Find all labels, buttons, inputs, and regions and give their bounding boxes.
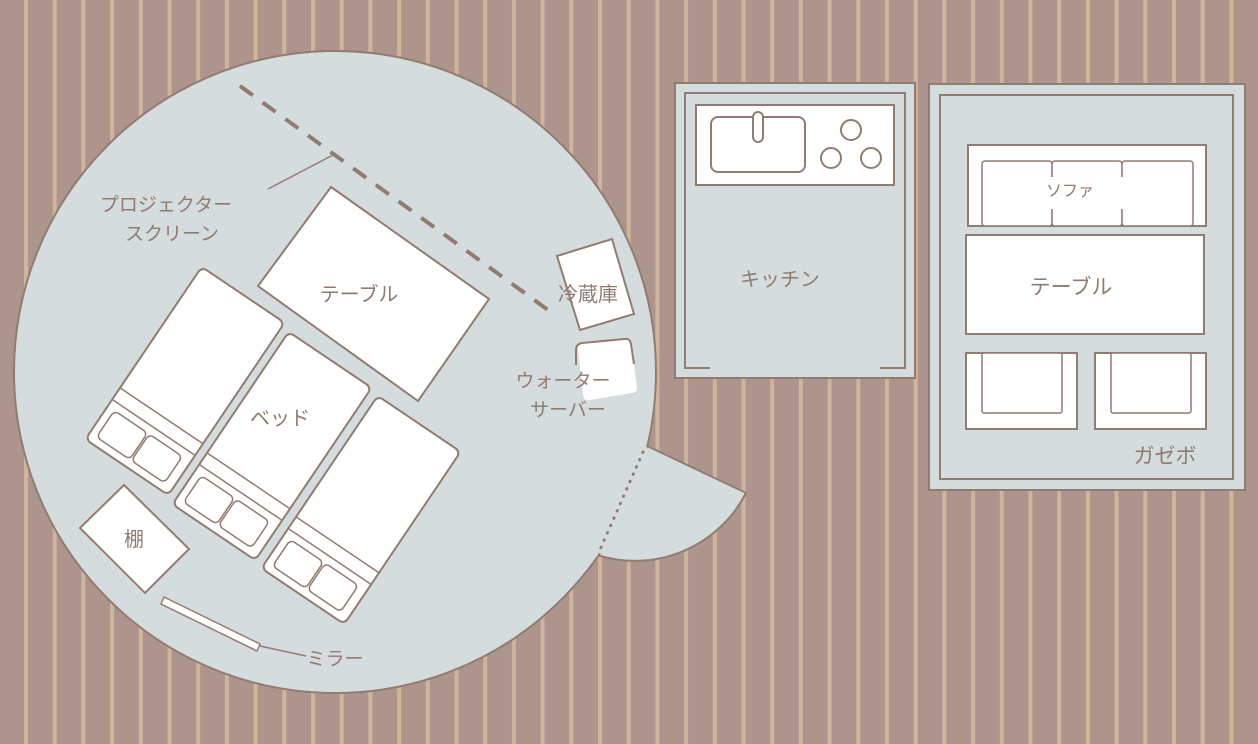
water-server xyxy=(577,338,638,401)
projector-screen-label-2: スクリーン xyxy=(125,223,219,245)
gazebo-area: ソファ テーブル ガゼボ xyxy=(928,83,1246,491)
sofa-label: ソファ xyxy=(1046,181,1094,200)
tent-table xyxy=(256,185,491,403)
mirror-label: ミラー xyxy=(306,648,363,670)
gazebo-inner xyxy=(939,94,1234,480)
bed-3 xyxy=(262,397,460,623)
gazebo-table xyxy=(965,234,1205,335)
shelf xyxy=(78,483,191,595)
fridge-label: 冷蔵庫 xyxy=(558,282,618,306)
armchair-left xyxy=(965,352,1078,430)
water-server-label-2: サーバー xyxy=(530,399,606,421)
stove-burner-1 xyxy=(840,119,862,141)
projector-screen-leader xyxy=(267,154,334,190)
faucet xyxy=(752,111,764,143)
shelf-label: 棚 xyxy=(124,527,144,551)
tent-door-opening xyxy=(597,450,645,554)
stove-burner-3 xyxy=(860,147,882,169)
armchair-right xyxy=(1094,352,1207,430)
sofa xyxy=(967,144,1207,227)
mirror xyxy=(160,595,261,653)
kitchen-area: キッチン xyxy=(674,82,916,379)
tent-table-label: テーブル xyxy=(320,282,399,306)
bed-label: ベッド xyxy=(250,406,310,430)
projector-screen-label-1: プロジェクター xyxy=(100,194,232,216)
mirror-leader xyxy=(259,645,307,657)
tent-area: プロジェクター スクリーン テーブル ベッド xyxy=(13,50,748,694)
projector-screen xyxy=(238,84,550,312)
stove-burner-2 xyxy=(820,147,842,169)
fridge xyxy=(555,237,636,332)
gazebo-label: ガゼボ xyxy=(1134,444,1197,468)
bed-1 xyxy=(86,268,284,494)
gazebo-table-label: テーブル xyxy=(1030,275,1113,299)
water-server-label-1: ウォーター xyxy=(515,370,610,392)
bed-2 xyxy=(173,333,371,559)
kitchen-label: キッチン xyxy=(740,267,820,291)
